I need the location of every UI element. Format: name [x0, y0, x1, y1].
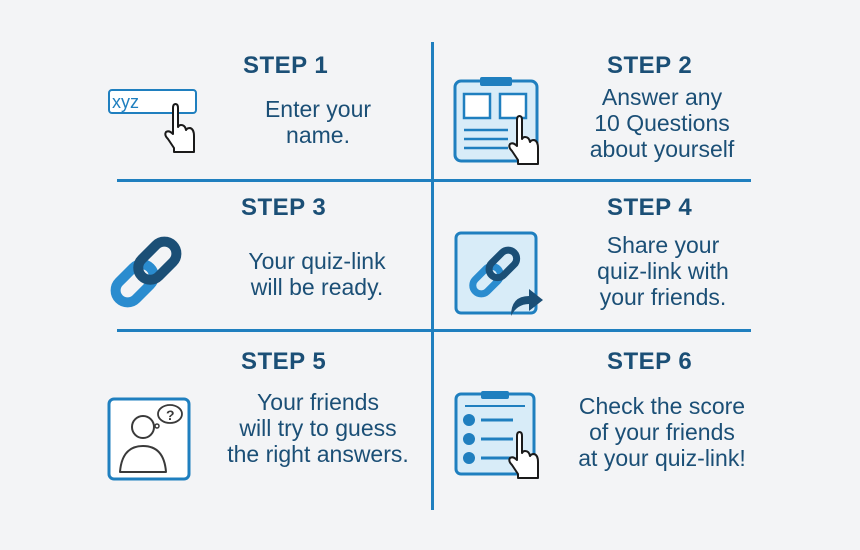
step-6-text: Check the score of your friends at your … — [578, 393, 746, 471]
step-2-text: Answer any 10 Questions about yourself — [589, 84, 735, 162]
step-4-title: STEP 4 — [607, 194, 693, 221]
step-2-title: STEP 2 — [607, 52, 693, 79]
step-5-text: Your friends will try to guess the right… — [227, 389, 409, 467]
step-3-text: Your quiz-link will be ready. — [248, 248, 386, 300]
link-icon — [110, 236, 182, 308]
name-input-value: xyz — [112, 92, 139, 112]
step-3-title: STEP 3 — [241, 194, 327, 221]
horizontal-divider-1 — [117, 179, 751, 182]
scoreboard-icon — [454, 391, 539, 479]
step-5-title: STEP 5 — [241, 348, 327, 375]
step-6-title: STEP 6 — [607, 348, 693, 375]
horizontal-divider-2 — [117, 329, 751, 332]
thinking-person-icon: ? — [107, 397, 191, 481]
step-1-text: Enter your name. — [264, 96, 372, 148]
share-link-icon — [454, 231, 543, 316]
questionnaire-icon — [453, 77, 539, 165]
step-4-text: Share your quiz-link with your friends. — [597, 232, 729, 310]
name-input-icon: xyz — [108, 89, 197, 153]
svg-text:?: ? — [166, 407, 175, 423]
step-1-title: STEP 1 — [243, 52, 329, 79]
vertical-divider — [431, 42, 434, 510]
